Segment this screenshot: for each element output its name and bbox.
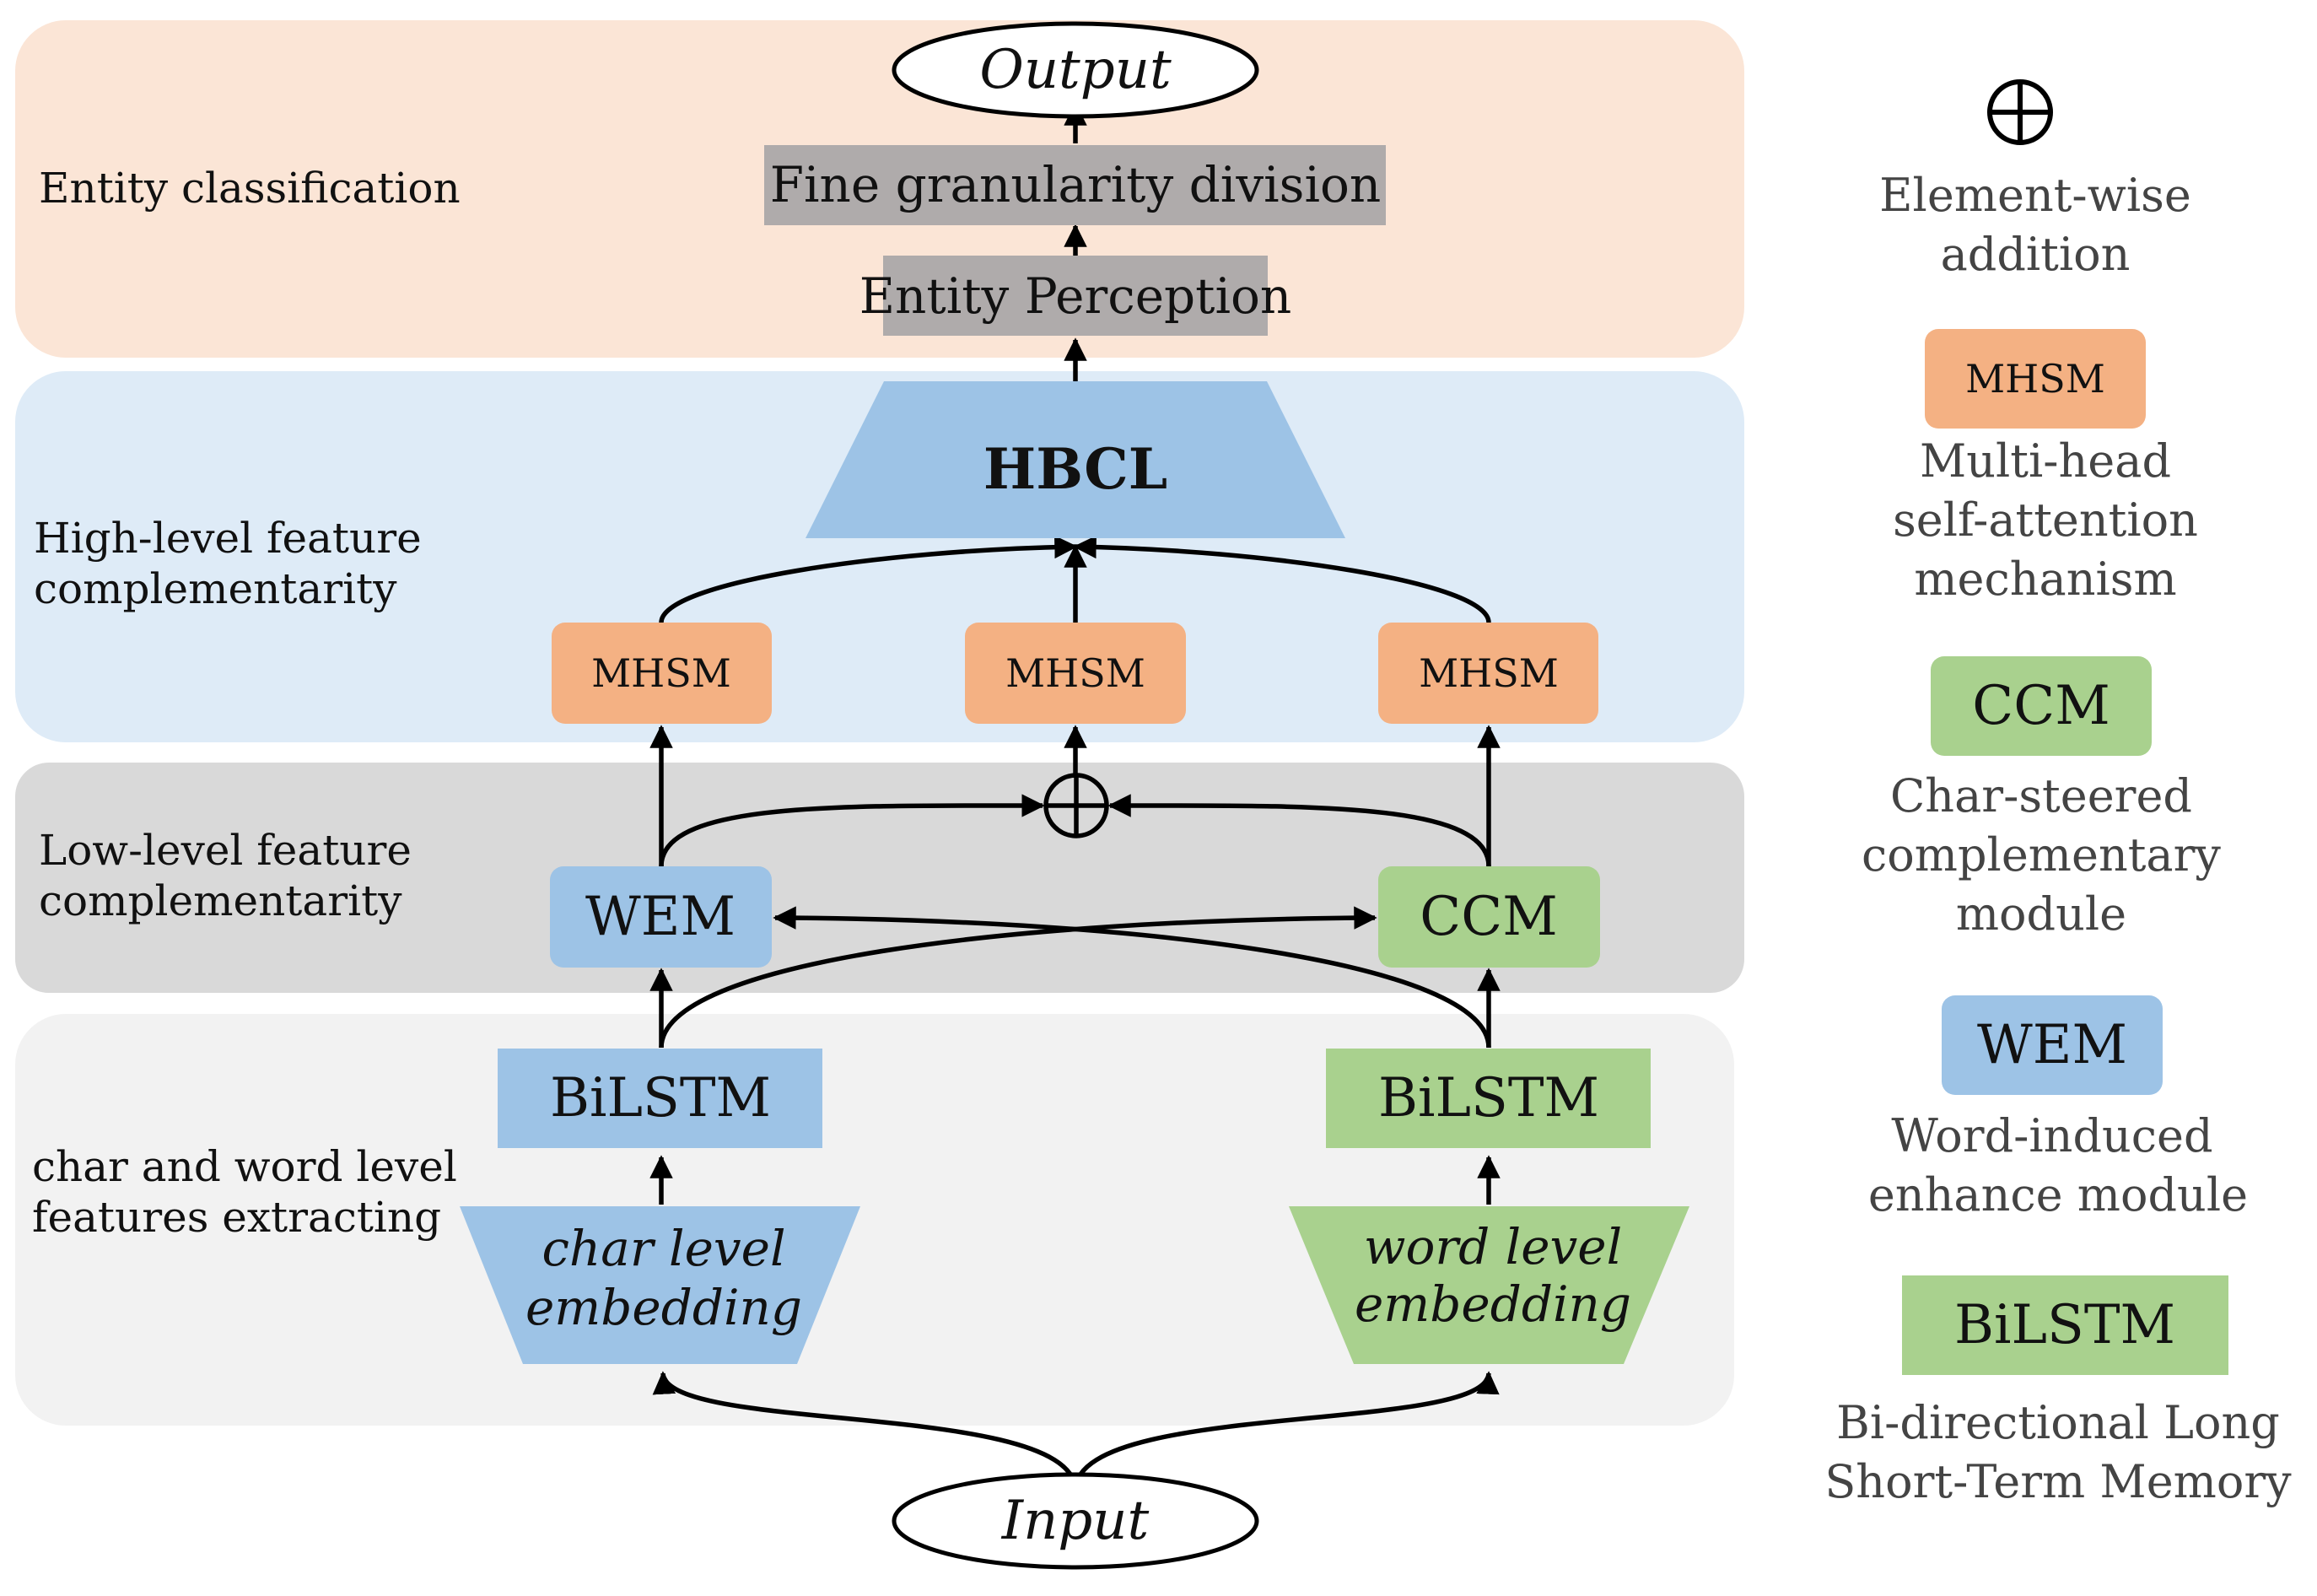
legend-ccm-line3: module <box>1956 887 2126 941</box>
band-label-char-1: char and word level <box>32 1142 457 1191</box>
band-label-low-1: Low-level feature <box>39 826 412 875</box>
legend-bilstm-box-label: BiLSTM <box>1954 1294 2175 1356</box>
char-embedding-line1: char level <box>542 1220 785 1277</box>
legend-ccm: CCM <box>1931 656 2152 756</box>
edge-input-word <box>1073 1371 1500 1491</box>
legend-bilstm-line1: Bi-directional Long <box>1836 1396 2280 1449</box>
input-label: Input <box>1001 1490 1150 1552</box>
fine-granularity-label: Fine granularity division <box>770 156 1382 213</box>
mhsm-left-label: MHSM <box>591 650 731 696</box>
edge-wordbilstm-wem <box>773 906 1491 1049</box>
legend-ccm-box-label: CCM <box>1972 675 2110 737</box>
legend-addition-line1: Element-wise <box>1879 169 2191 222</box>
char-embedding-block: char level embedding <box>460 1206 860 1364</box>
legend: Element-wise addition MHSM Multi-head se… <box>1824 79 2292 1508</box>
hbcl-block: HBCL <box>806 381 1345 538</box>
band-label-char-2: features extracting <box>32 1193 441 1242</box>
input-node: Input <box>892 1472 1259 1570</box>
char-embedding-line2: embedding <box>525 1279 802 1336</box>
hbcl-label: HBCL <box>983 436 1167 502</box>
edge-ccm-add <box>1107 794 1491 867</box>
bilstm-char-box: BiLSTM <box>498 1049 822 1148</box>
wem-box: WEM <box>550 866 772 968</box>
legend-addition-icon <box>1987 79 2053 145</box>
entity-perception-label: Entity Perception <box>859 267 1292 325</box>
bilstm-word-box: BiLSTM <box>1326 1049 1651 1148</box>
mhsm-box-middle: MHSM <box>965 623 1186 724</box>
band-char-word <box>15 1014 1734 1426</box>
mhsm-right-label: MHSM <box>1419 650 1559 696</box>
legend-bilstm-line2: Short-Term Memory <box>1824 1455 2292 1508</box>
legend-mhsm-box-label: MHSM <box>1965 356 2105 402</box>
word-embedding-line1: word level <box>1364 1218 1622 1275</box>
legend-ccm-line2: complementary <box>1862 828 2221 882</box>
legend-mhsm-line3: mechanism <box>1914 553 2176 606</box>
entity-perception-box: Entity Perception <box>859 256 1292 336</box>
band-low-level <box>15 763 1744 993</box>
band-label-low-2: complementarity <box>39 876 402 925</box>
mhsm-box-left: MHSM <box>552 623 772 724</box>
band-label-high-1: High-level feature <box>34 514 422 563</box>
edge-mhsm-right-hbcl <box>1073 535 1491 623</box>
legend-mhsm-line1: Multi-head <box>1920 434 2171 488</box>
wem-label: WEM <box>585 886 736 948</box>
edge-mhsm-left-hbcl <box>659 535 1078 623</box>
output-node: Output <box>892 21 1259 119</box>
legend-wem-line2: enhance module <box>1868 1168 2248 1221</box>
legend-mhsm: MHSM <box>1925 329 2146 429</box>
circle-plus-icon <box>1043 773 1109 838</box>
band-label-high-2: complementarity <box>34 564 397 613</box>
output-label: Output <box>979 39 1172 101</box>
connectors <box>649 102 1501 1491</box>
edge-charbilstm-ccm <box>659 906 1377 1049</box>
band-label-entity: Entity classification <box>39 164 461 213</box>
legend-mhsm-line2: self-attention <box>1893 493 2198 547</box>
legend-ccm-line1: Char-steered <box>1890 769 2192 822</box>
legend-wem-line1: Word-induced <box>1891 1109 2212 1162</box>
legend-wem: WEM <box>1942 995 2163 1095</box>
word-embedding-line2: embedding <box>1355 1275 1631 1333</box>
ccm-box: CCM <box>1378 866 1600 968</box>
legend-wem-box-label: WEM <box>1977 1014 2127 1076</box>
word-embedding-block: word level embedding <box>1289 1206 1689 1364</box>
edge-wem-add <box>659 794 1045 867</box>
legend-bilstm: BiLSTM <box>1902 1275 2228 1375</box>
mhsm-middle-label: MHSM <box>1005 650 1145 696</box>
bilstm-word-label: BiLSTM <box>1378 1067 1599 1130</box>
fine-granularity-box: Fine granularity division <box>764 145 1386 225</box>
ccm-label: CCM <box>1420 886 1557 948</box>
edge-input-char <box>652 1371 1078 1491</box>
legend-addition-line2: addition <box>1941 228 2131 281</box>
mhsm-box-right: MHSM <box>1378 623 1598 724</box>
band-high-level <box>15 371 1744 742</box>
bilstm-char-label: BiLSTM <box>550 1067 771 1130</box>
